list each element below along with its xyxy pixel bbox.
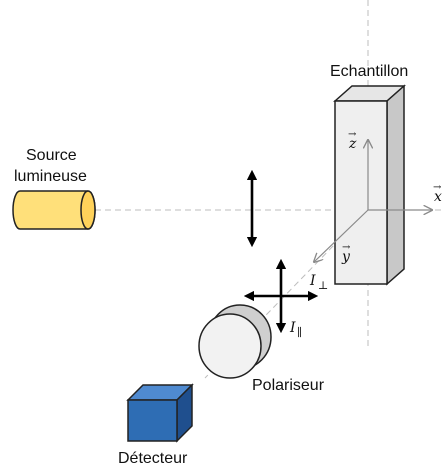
- y-vector-mark: →: [342, 242, 351, 253]
- i-para-symbol: I: [289, 320, 296, 336]
- polarizer-label: Polariseur: [252, 377, 325, 394]
- sample-front-face: [334, 100, 388, 285]
- light-source-cylinder: [12, 190, 96, 230]
- sample-label: Echantillon: [330, 63, 408, 80]
- detector-label: Détecteur: [118, 450, 188, 467]
- i-perp-symbol: I: [309, 273, 316, 289]
- x-vector-mark: →: [433, 182, 442, 193]
- x-axis-label: x: [434, 189, 442, 205]
- y-axis-label: y: [341, 249, 351, 265]
- y-axis-arrow: [314, 209, 369, 262]
- detector-cube: [126, 383, 194, 443]
- sample-block: [333, 84, 406, 286]
- source-label-line2: lumineuse: [14, 168, 87, 185]
- i-para-subscript: ∥: [297, 326, 302, 339]
- polarizer-disc: [198, 304, 272, 379]
- z-vector-mark: →: [348, 129, 357, 140]
- z-axis-label: z: [348, 136, 357, 152]
- sample-side-face: [386, 84, 405, 286]
- detector-front-face: [127, 399, 178, 442]
- source-label-line1: Source: [26, 147, 77, 164]
- i-perp-subscript: ⊥: [318, 279, 328, 292]
